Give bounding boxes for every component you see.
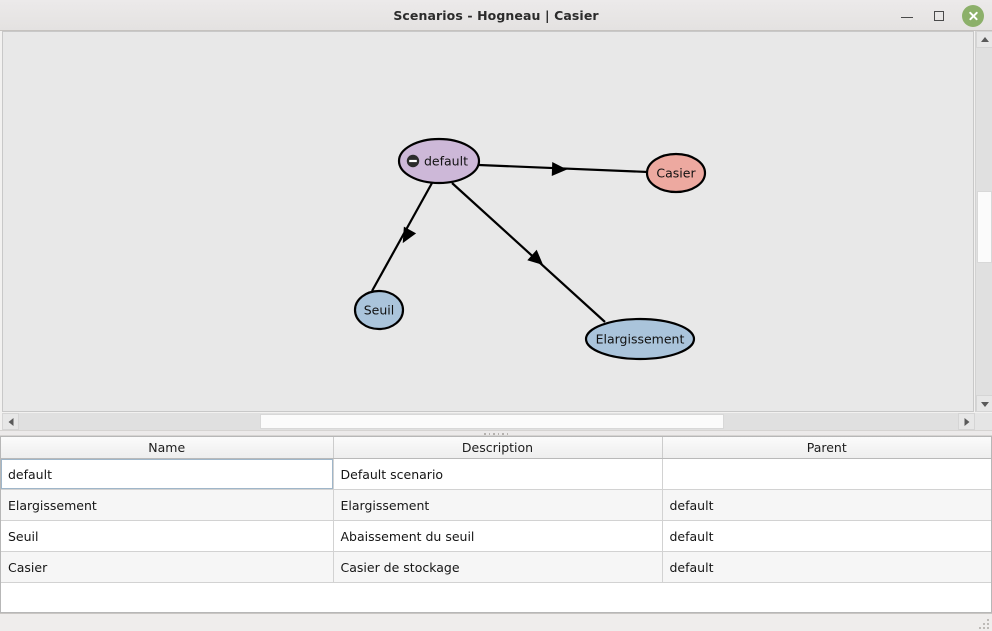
icon-minus-bar	[409, 159, 417, 163]
graph-edge-default-to-casier[interactable]	[478, 162, 649, 177]
scroll-left-button[interactable]	[2, 413, 19, 430]
scroll-right-button[interactable]	[958, 413, 975, 430]
edge-arrowhead-icon	[402, 226, 417, 244]
minimize-button[interactable]	[898, 7, 916, 25]
scroll-up-button[interactable]	[976, 31, 992, 48]
maximize-icon	[934, 10, 944, 21]
chevron-right-icon	[964, 417, 969, 426]
node-label: default	[424, 154, 468, 169]
node-ellipse	[397, 137, 481, 185]
node-label: Seuil	[364, 303, 395, 318]
graph-vertical-scrollbar[interactable]	[975, 31, 992, 412]
graph-edge-default-to-seuil[interactable]	[371, 182, 433, 292]
graph-horizontal-scrollbar[interactable]	[2, 413, 975, 430]
cell-name[interactable]: Casier	[1, 551, 334, 583]
column-header-description[interactable]: Description	[333, 437, 663, 459]
table-header-row: Name Description Parent	[1, 437, 991, 459]
cell-parent[interactable]: default	[662, 489, 991, 521]
node-label: Casier	[656, 166, 696, 181]
edge-line	[451, 182, 606, 323]
cell-name[interactable]: Elargissement	[1, 489, 334, 521]
circle-minus-icon[interactable]	[406, 154, 420, 168]
edge-arrowhead-icon	[527, 249, 544, 266]
column-header-parent[interactable]: Parent	[662, 437, 991, 459]
cell-parent[interactable]: default	[662, 520, 991, 552]
graph-node-elargissement[interactable]: Elargissement	[584, 317, 696, 361]
title-bar: Scenarios - Hogneau | Casier	[0, 0, 992, 31]
node-ellipse	[645, 152, 707, 194]
resize-grip-icon[interactable]	[976, 616, 989, 629]
maximize-button[interactable]	[930, 7, 948, 25]
cell-name[interactable]: default	[1, 458, 334, 490]
vertical-scroll-thumb[interactable]	[977, 191, 992, 263]
cell-name[interactable]: Seuil	[1, 520, 334, 552]
edge-arrowhead-icon	[551, 162, 567, 176]
graph-node-casier[interactable]: Casier	[645, 152, 707, 194]
cell-description[interactable]: Abaissement du seuil	[333, 520, 663, 552]
cell-description[interactable]: Default scenario	[333, 458, 663, 490]
node-ellipse	[353, 289, 405, 331]
cell-description[interactable]: Casier de stockage	[333, 551, 663, 583]
minimize-icon	[901, 16, 913, 19]
chevron-left-icon	[8, 417, 13, 426]
graph-node-default[interactable]: default	[397, 137, 481, 185]
chevron-down-icon	[980, 401, 989, 407]
graph-edge-default-to-elargissement[interactable]	[451, 182, 606, 323]
cell-description[interactable]: Elargissement	[333, 489, 663, 521]
splitter-grip-icon	[484, 433, 508, 435]
column-header-name[interactable]: Name	[1, 437, 334, 459]
scrollbar-corner	[975, 413, 992, 430]
status-bar	[0, 613, 992, 631]
chevron-up-icon	[980, 36, 989, 42]
node-label: Elargissement	[596, 332, 685, 347]
pane-splitter[interactable]	[0, 430, 992, 436]
window-title: Scenarios - Hogneau | Casier	[393, 8, 599, 23]
graph-node-seuil[interactable]: Seuil	[353, 289, 405, 331]
scroll-down-button[interactable]	[976, 395, 992, 412]
cell-parent[interactable]: default	[662, 551, 991, 583]
window-controls	[898, 0, 984, 31]
cell-parent[interactable]	[662, 458, 991, 490]
horizontal-scroll-thumb[interactable]	[260, 414, 724, 429]
edge-line	[371, 182, 433, 292]
close-button[interactable]	[962, 4, 984, 27]
node-ellipse	[584, 317, 696, 361]
